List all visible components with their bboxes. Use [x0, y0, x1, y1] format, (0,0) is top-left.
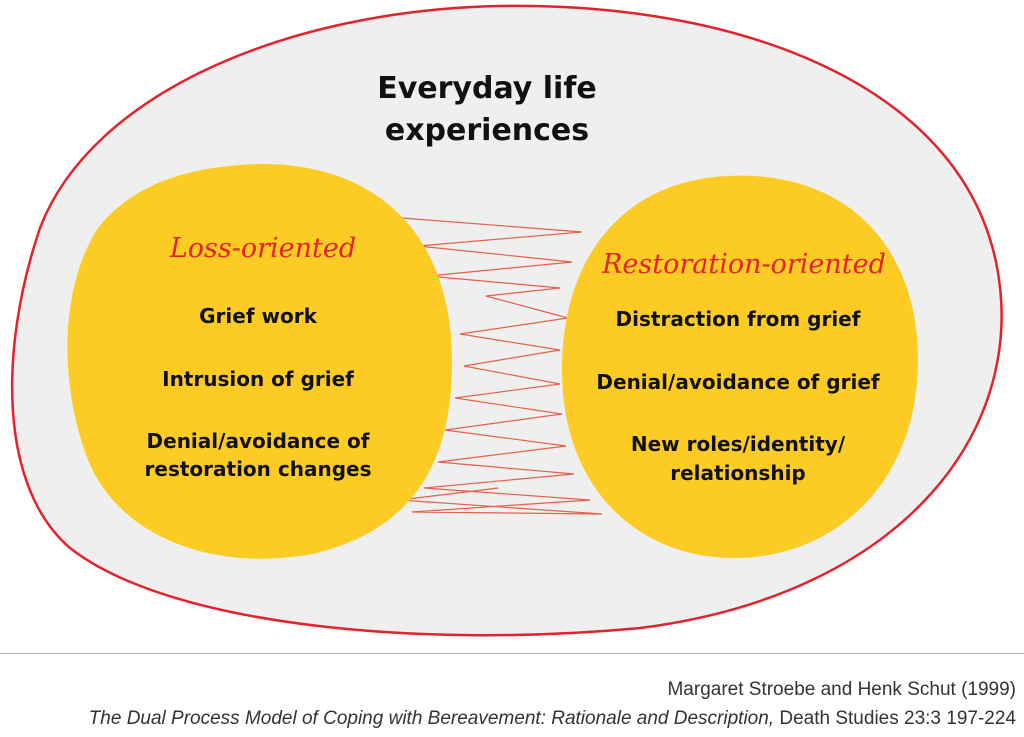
citation-article-title: The Dual Process Model of Coping with Be…	[88, 708, 775, 729]
loss-item-denial-line2: restoration changes	[145, 457, 372, 481]
restoration-item-distraction: Distraction from grief	[616, 307, 861, 331]
citation-divider	[0, 653, 1024, 654]
loss-item-grief-work: Grief work	[199, 304, 317, 328]
outer-title-line1: Everyday life	[377, 71, 597, 106]
restoration-oriented-circle	[562, 175, 918, 559]
loss-oriented-circle	[67, 163, 453, 559]
oscillation-zigzag	[399, 217, 603, 515]
citation-authors: Margaret Stroebe and Henk Schut (1999)	[667, 679, 1016, 700]
outer-title-line2: experiences	[385, 113, 589, 148]
restoration-item-roles-line2: relationship	[670, 461, 806, 485]
citation-source: The Dual Process Model of Coping with Be…	[89, 708, 1016, 730]
loss-item-intrusion: Intrusion of grief	[162, 367, 354, 391]
loss-oriented-heading: Loss-oriented	[169, 233, 356, 264]
restoration-item-roles-line1: New roles/identity/	[631, 432, 846, 456]
restoration-item-denial: Denial/avoidance of grief	[596, 370, 879, 394]
citation-journal: Death Studies 23:3 197-224	[779, 708, 1016, 729]
loss-item-denial-line1: Denial/avoidance of	[147, 429, 370, 453]
restoration-oriented-heading: Restoration-oriented	[601, 249, 886, 280]
